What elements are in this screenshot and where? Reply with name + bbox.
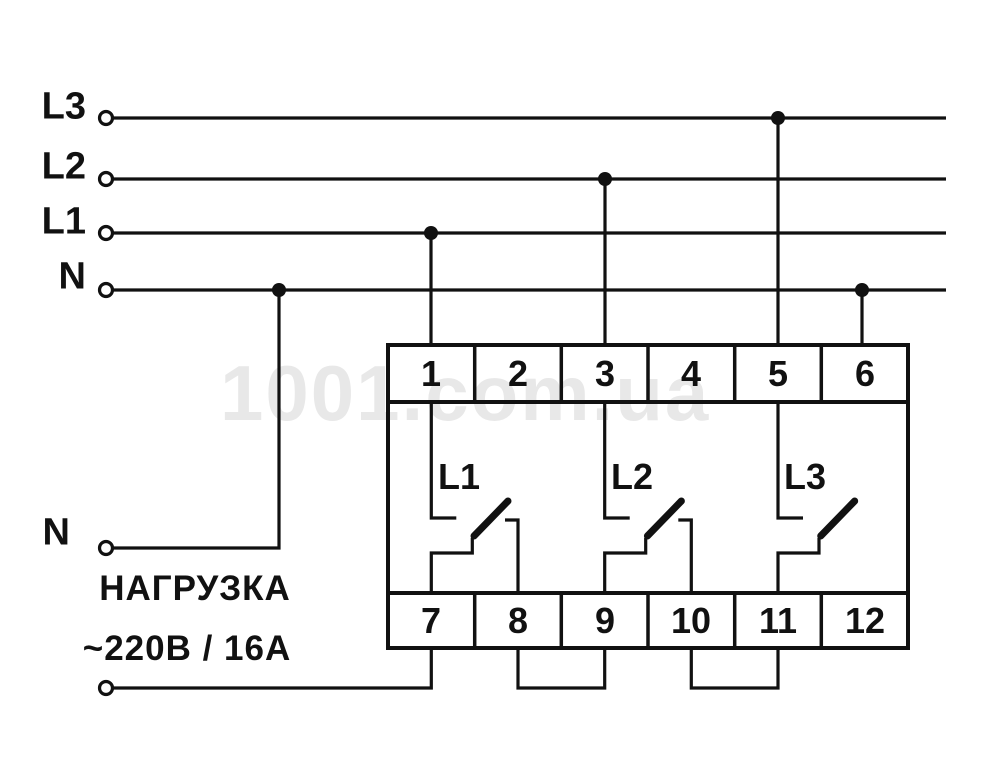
n-load-branch (112, 290, 281, 550)
terminal-7: 7 (420, 600, 442, 641)
contact-l1 (429, 402, 520, 593)
load-neutral-label: N (42, 511, 70, 554)
junction-dots (272, 111, 869, 297)
junction-l2 (598, 172, 612, 186)
watermark-text: 1001.com.ua (220, 349, 711, 437)
terminal-12: 12 (844, 600, 886, 641)
supply-label-n: N (58, 255, 86, 298)
junction-n-load (272, 283, 286, 297)
contact-l2-lever (643, 497, 685, 540)
terminal-circle-n (97, 281, 115, 299)
contact-l3 (776, 402, 859, 593)
contact-label-l3: L3 (784, 456, 827, 497)
terminal-circle-l2 (97, 170, 115, 188)
supply-label-l3: L3 (41, 85, 86, 128)
supply-label-l2: L2 (41, 145, 86, 188)
load-rating: ~220В / 16А (82, 629, 292, 668)
terminal-10: 10 (670, 600, 712, 641)
junction-n-terminal6 (855, 283, 869, 297)
terminal-1: 1 (420, 353, 442, 394)
terminal-4: 4 (680, 353, 702, 394)
terminal-9: 9 (594, 600, 616, 641)
contact-label-l1: L1 (438, 456, 481, 497)
contact-l2 (603, 402, 693, 593)
terminal-8: 8 (507, 600, 529, 641)
contact-label-l2: L2 (611, 456, 654, 497)
jumper-8-9 (516, 648, 607, 690)
supply-label-l1: L1 (41, 200, 86, 243)
terminal-circle-l3 (97, 109, 115, 127)
load-title: НАГРУЗКА (99, 569, 291, 608)
terminal-5: 5 (767, 353, 789, 394)
terminal-circle-load-n (97, 539, 115, 557)
terminal-6: 6 (854, 353, 876, 394)
contact-l1-lever (470, 497, 512, 540)
jumper-10-11 (689, 648, 780, 690)
junction-l3 (771, 111, 785, 125)
junction-l1 (424, 226, 438, 240)
terminal-11: 11 (758, 600, 798, 641)
terminal-dividers (472, 345, 824, 648)
terminal-3: 3 (594, 353, 616, 394)
terminal-circle-l1 (97, 224, 115, 242)
terminal-circle-load-wire (97, 679, 115, 697)
terminal-circles (97, 109, 115, 697)
terminal-2: 2 (507, 353, 529, 394)
load-wire-terminal7 (112, 648, 433, 690)
contact-l3-lever (817, 497, 859, 540)
